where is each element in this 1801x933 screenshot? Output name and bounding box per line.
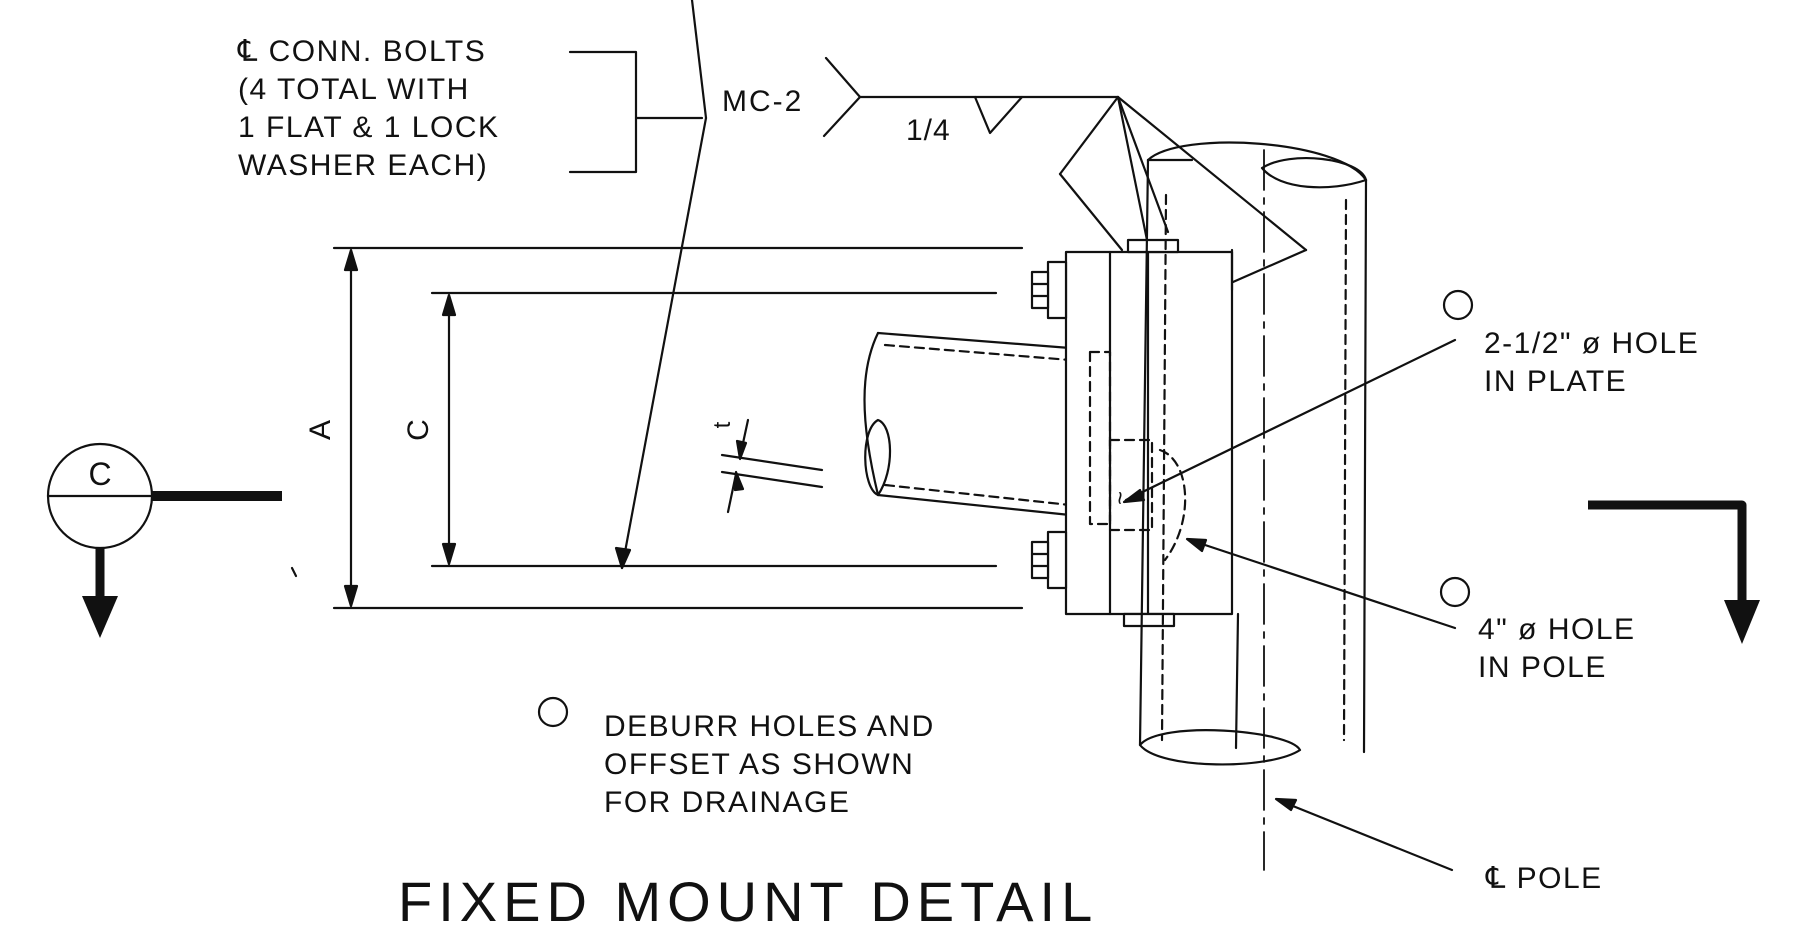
pole: [1138, 141, 1368, 766]
pole-hole-circle: [1439, 576, 1471, 608]
plate-hole-leader: [1122, 338, 1457, 504]
bolt-note-line: WASHER EACH): [238, 149, 489, 182]
section-arrow-right: [1588, 500, 1760, 644]
section-marker-left: [46, 442, 282, 638]
arm-tube: [863, 331, 1072, 517]
plate-hole-circle: [1442, 289, 1474, 321]
pole-hole-note-line: IN POLE: [1478, 651, 1607, 684]
plate-hole-note: 2-1/2" ø HOLE IN PLATE: [1484, 325, 1699, 401]
deburr-note-line: DEBURR HOLES AND: [604, 710, 935, 743]
deburr-note-line: FOR DRAINAGE: [604, 786, 851, 819]
bolt-bottom: [1030, 530, 1068, 590]
dimension-extension-lines: [332, 246, 1024, 610]
dimension-a: [343, 248, 359, 608]
callout-leaders: [614, 0, 708, 570]
bolt-note-line: 1 FLAT & 1 LOCK: [238, 111, 500, 144]
hole-tilde-mark: ~: [1107, 491, 1134, 505]
drawing-title: FIXED MOUNT DETAIL: [398, 870, 1099, 933]
dimension-t-label: t: [709, 421, 736, 428]
bolt-note-line: (4 TOTAL WITH: [238, 73, 470, 106]
bolt-note-line: ℄ CONN. BOLTS: [238, 35, 487, 68]
mounting-plate: [1064, 238, 1234, 628]
weld-reference-label: MC-2: [722, 85, 803, 118]
bolt-top: [1030, 260, 1068, 320]
deburr-note: DEBURR HOLES AND OFFSET AS SHOWN FOR DRA…: [604, 708, 935, 822]
dimension-c: [441, 293, 457, 566]
dimension-a-label: A: [304, 420, 337, 440]
pole-centerline-label: ℄ POLE: [1486, 862, 1603, 895]
pole-hole-leader: [1185, 537, 1457, 630]
section-marker-label: C: [88, 456, 111, 492]
bolt-note: ℄ CONN. BOLTS (4 TOTAL WITH 1 FLAT & 1 L…: [238, 33, 500, 185]
dimension-t: [720, 418, 824, 514]
bolt-note-bracket: [568, 50, 704, 174]
deburr-note-line: OFFSET AS SHOWN: [604, 748, 915, 781]
plate-hole-note-line: IN PLATE: [1484, 365, 1628, 398]
deburr-circle: [537, 696, 569, 728]
pole-centerline-leader: [1274, 797, 1454, 872]
pole-hole-note-line: 4" ø HOLE: [1478, 613, 1636, 646]
drafting-tick: [290, 566, 298, 578]
weld-symbol: [822, 56, 1308, 284]
plate-hole-note-line: 2-1/2" ø HOLE: [1484, 327, 1700, 360]
pole-hole-note: 4" ø HOLE IN POLE: [1478, 611, 1636, 687]
fixed-mount-detail-drawing: A C t C ~ MC-2 1/4: [46, 0, 1760, 872]
weld-size-label: 1/4: [906, 114, 951, 147]
dimension-c-label: C: [402, 419, 435, 441]
